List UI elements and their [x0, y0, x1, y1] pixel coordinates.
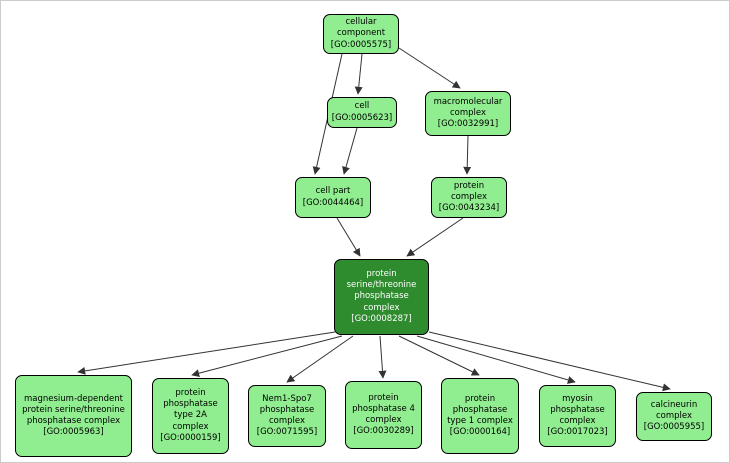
edge-macromolecular-complex-to-protein-complex — [463, 135, 472, 175]
go-node-protein-phosphatase-4-complex[interactable]: protein phosphatase 4 complex [GO:003028… — [345, 381, 422, 449]
go-term-id: [GO:0008287] — [351, 313, 412, 324]
edge-protein-complex-to-pstp-complex — [406, 217, 464, 257]
go-term-name: protein phosphatase 4 complex — [352, 392, 415, 425]
go-term-id: [GO:0005955] — [643, 422, 705, 433]
edge-pstp-to-nem1-spo7 — [286, 335, 354, 383]
go-term-name: protein phosphatase type 2A complex — [163, 388, 218, 432]
go-term-name: macromolecular complex — [433, 96, 503, 118]
go-node-cellular-component[interactable]: cellular component [GO:0005575] — [323, 14, 399, 54]
go-term-name: Nem1-Spo7 phosphatase complex — [259, 393, 315, 426]
go-node-protein-phosphatase-type-1-complex[interactable]: protein phosphatase type 1 complex [GO:0… — [441, 378, 519, 454]
go-term-name: protein complex — [450, 180, 488, 202]
go-term-id: [GO:0000164] — [449, 427, 511, 438]
go-term-name: cell part — [315, 186, 351, 197]
go-term-id: [GO:0030289] — [353, 426, 414, 437]
go-term-name: magnesium-dependent protein serine/threo… — [22, 393, 125, 426]
go-node-macromolecular-complex[interactable]: macromolecular complex [GO:0032991] — [425, 91, 511, 136]
go-term-name: cell — [354, 101, 370, 112]
go-node-cell[interactable]: cell [GO:0005623] — [327, 97, 397, 128]
go-node-protein-complex[interactable]: protein complex [GO:0043234] — [431, 177, 507, 218]
go-term-name: calcineurin complex — [650, 399, 698, 421]
go-node-calcineurin-complex[interactable]: calcineurin complex [GO:0005955] — [636, 392, 712, 441]
go-node-protein-serine-threonine-phosphatase-complex[interactable]: protein serine/threonine phosphatase com… — [334, 259, 429, 335]
go-term-id: [GO:0032991] — [437, 119, 499, 130]
go-term-name: myosin phosphatase complex — [550, 393, 605, 426]
edge-pstp-to-type-2a — [191, 335, 343, 378]
go-node-protein-phosphatase-type-2a-complex[interactable]: protein phosphatase type 2A complex [GO:… — [152, 378, 229, 454]
edge-pstp-to-phosphatase-4 — [378, 335, 387, 379]
go-term-id: [GO:0071595] — [256, 427, 318, 438]
go-term-id: [GO:0044464] — [302, 197, 364, 208]
go-term-id: [GO:0005963] — [43, 427, 104, 438]
go-term-id: [GO:0000159] — [160, 432, 221, 443]
go-term-id: [GO:0005623] — [331, 112, 393, 123]
edge-cell-to-cell-part — [342, 127, 358, 175]
go-term-id: [GO:0005575] — [330, 39, 392, 50]
edge-cellular-component-to-cell — [354, 53, 363, 95]
go-term-name: protein serine/threonine phosphatase com… — [346, 269, 417, 313]
go-term-id: [GO:0043234] — [438, 203, 500, 214]
go-term-id: [GO:0017023] — [547, 427, 608, 438]
go-node-cell-part[interactable]: cell part [GO:0044464] — [295, 177, 371, 218]
edge-cell-part-to-pstp-complex — [336, 217, 361, 257]
go-node-nem1-spo7-phosphatase-complex[interactable]: Nem1-Spo7 phosphatase complex [GO:007159… — [248, 385, 326, 447]
edge-pstp-to-type-1 — [398, 335, 480, 376]
edge-cellular-component-to-macromolecular-complex — [398, 47, 461, 89]
go-term-name: cellular component — [336, 17, 386, 39]
go-node-magnesium-dependent-protein-serine-threonine-phosphatase-complex[interactable]: magnesium-dependent protein serine/threo… — [15, 375, 132, 457]
edge-pstp-to-myosin — [416, 335, 576, 384]
edge-pstp-to-magnesium-dependent — [77, 331, 336, 375]
go-node-myosin-phosphatase-complex[interactable]: myosin phosphatase complex [GO:0017023] — [539, 385, 616, 447]
go-term-name: protein phosphatase type 1 complex — [447, 393, 513, 426]
